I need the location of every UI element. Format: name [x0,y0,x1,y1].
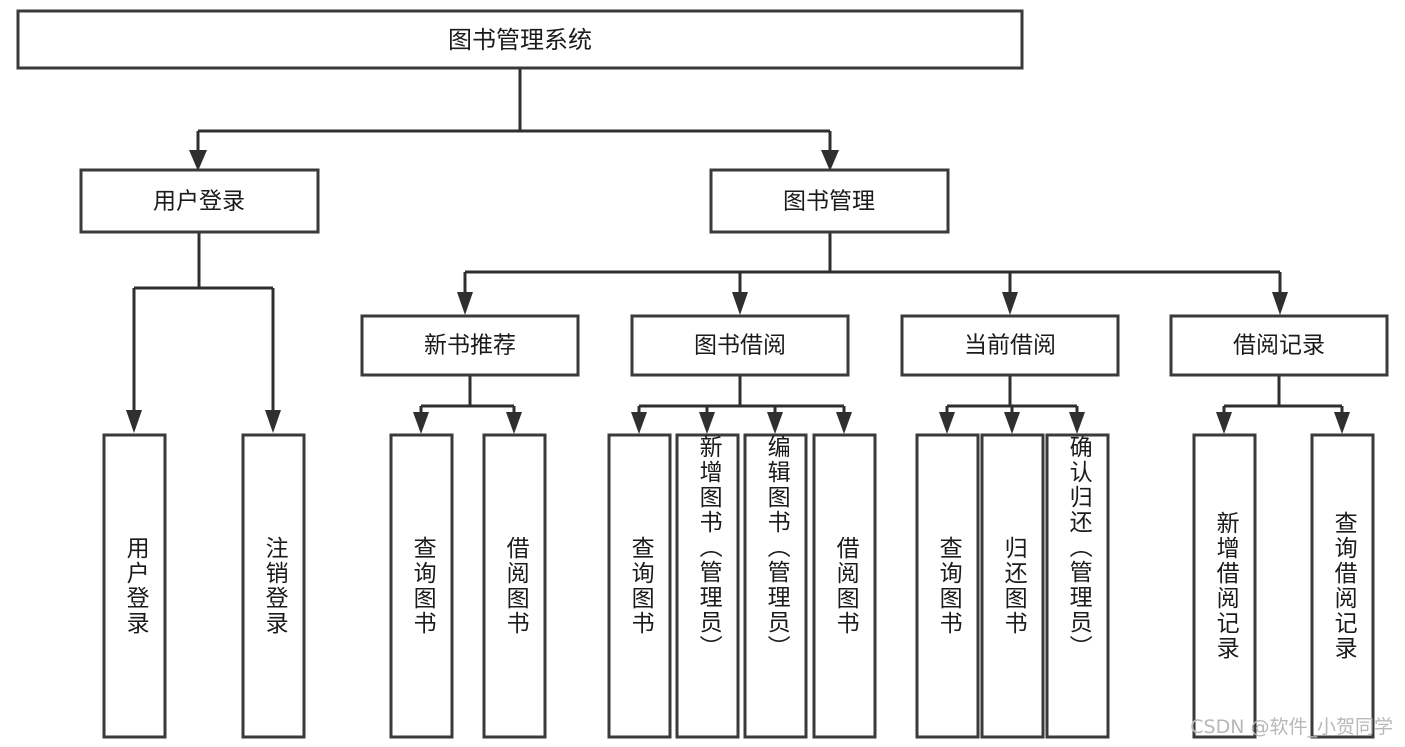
node-box [1169,314,1389,377]
node-label: 图书借阅 [694,333,786,359]
node-box[interactable] [915,433,980,739]
node-label: 借阅记录 [1233,333,1325,359]
node-label: 图书管理 [783,189,875,215]
node-label: 当前借阅 [964,333,1056,359]
arrow-head-icon [413,412,429,434]
node-label: 图书管理系统 [448,26,592,54]
connector-borrow-record-to-leaves [1216,375,1350,434]
node-box[interactable] [675,433,740,739]
node-label: 新书推荐 [424,333,516,359]
node-box[interactable] [1310,433,1375,739]
node-box[interactable] [482,433,547,739]
node-book-borrow[interactable]: 图书借阅 [630,314,850,377]
arrow-head-icon [1069,412,1085,434]
connector-book-borrow-to-leaves [631,375,852,434]
arrow-head-icon [1272,292,1288,315]
connector-root-to-level2 [189,68,839,171]
node-box[interactable] [389,433,454,739]
node-new-book-recommend[interactable]: 新书推荐 [360,314,580,377]
arrow-head-icon [1334,412,1350,434]
node-box[interactable] [241,433,306,739]
arrow-head-icon [821,150,839,171]
arrow-head-icon [836,412,852,434]
arrow-head-icon [457,292,473,315]
arrow-head-icon [732,292,748,315]
connector-book-management-to-level3 [457,232,1288,315]
connector-current-borrow-to-leaves [939,375,1085,434]
node-box [900,314,1120,377]
arrow-head-icon [506,412,522,434]
node-book-management[interactable]: 图书管理 [709,168,950,234]
arrow-head-icon [265,410,281,433]
node-current-borrow[interactable]: 当前借阅 [900,314,1120,377]
connector-user-login-to-leaves [126,232,281,433]
node-user-login[interactable]: 用户登录 [79,168,320,234]
node-box [709,168,950,234]
node-box [360,314,580,377]
node-box[interactable] [607,433,672,739]
leaf-boxes [102,433,1375,739]
arrow-head-icon [1004,412,1020,434]
connector-new-book-recommend-to-leaves [413,375,522,434]
node-root-system[interactable]: 图书管理系统 [16,9,1024,70]
node-box [630,314,850,377]
node-box[interactable] [1045,433,1110,739]
node-label: 用户登录 [153,189,245,215]
arrow-head-icon [699,412,715,434]
arrow-head-icon [189,150,207,171]
arrow-head-icon [126,410,142,433]
arrow-head-icon [631,412,647,434]
node-box[interactable] [980,433,1045,739]
node-box[interactable] [743,433,808,739]
arrow-head-icon [767,412,783,434]
node-box[interactable] [102,433,167,739]
node-borrow-record[interactable]: 借阅记录 [1169,314,1389,377]
node-box[interactable] [812,433,877,739]
arrow-head-icon [939,412,955,434]
node-box[interactable] [1192,433,1257,739]
arrow-head-icon [1216,412,1232,434]
node-box [79,168,320,234]
node-box [16,9,1024,70]
arrow-head-icon [1002,292,1018,315]
